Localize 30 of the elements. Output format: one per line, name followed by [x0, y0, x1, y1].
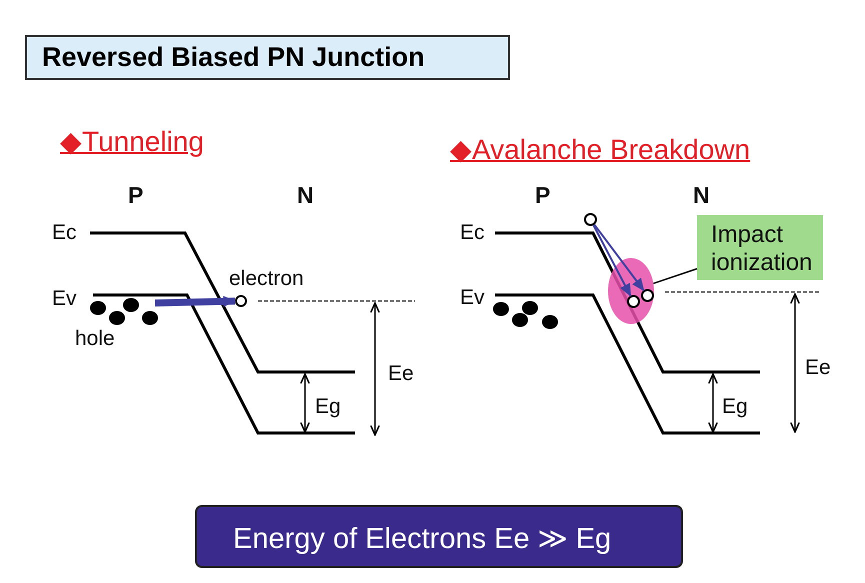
band-label: Ee	[388, 363, 414, 384]
electron-circle	[627, 295, 640, 308]
title-box: Reversed Biased PN Junction	[25, 35, 510, 80]
summary-text: Energy of Electrons Ee ≫ Eg	[233, 522, 612, 556]
region-label: N	[693, 184, 710, 207]
band-label: hole	[75, 328, 115, 349]
band-label: Ee	[805, 357, 831, 378]
arrow	[592, 224, 632, 297]
particle-label: electron	[229, 268, 304, 289]
region-label: N	[297, 184, 314, 207]
band-label: Eg	[722, 396, 748, 417]
band-label: Eg	[315, 396, 341, 417]
arrow	[594, 224, 644, 292]
leader-line	[653, 268, 698, 284]
section-heading: ◆Avalanche Breakdown	[450, 136, 750, 164]
impact-region-ellipse	[608, 258, 654, 324]
summary-banner	[195, 505, 683, 568]
region-label: P	[535, 184, 550, 207]
arrow	[154, 296, 236, 307]
electron-circle	[641, 289, 654, 302]
electron-circle	[584, 213, 597, 226]
callout-box	[697, 215, 823, 280]
band-label: Ec	[52, 222, 77, 243]
band-label: Ec	[460, 222, 485, 243]
section-heading: ◆Tunneling	[60, 128, 204, 156]
region-label: P	[128, 184, 144, 207]
electron-circle	[235, 295, 247, 307]
callout-text: Impact ionization	[711, 221, 814, 276]
band-label: Ev	[460, 287, 485, 308]
band-label: Ev	[52, 288, 77, 309]
